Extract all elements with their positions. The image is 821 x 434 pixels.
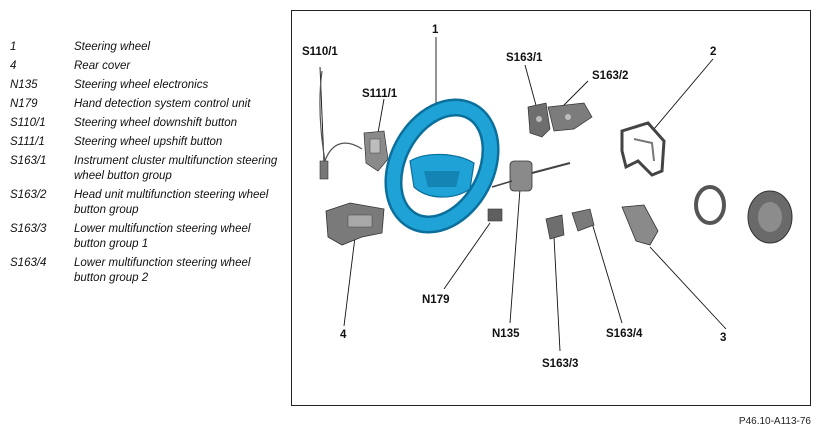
steering-wheel-part (384, 98, 500, 234)
leader-s163-4 (591, 222, 623, 324)
legend-desc: Lower multifunction steering wheel butto… (74, 223, 251, 250)
legend-row-s110-1: S110/1 Steering wheel downshift button (10, 116, 280, 131)
leader-n179 (443, 222, 491, 290)
legend-key: S163/4 (10, 257, 47, 269)
housing-part-2 (620, 121, 666, 177)
legend-row-n179: N179 Hand detection system control unit (10, 97, 280, 112)
leader-s163-3 (553, 236, 561, 352)
lower-button-group-1-part (545, 214, 565, 240)
callout-1: 1 (432, 24, 439, 36)
legend-row-s163-3: S163/3 Lower multifunction steering whee… (10, 222, 280, 252)
legend-key: N179 (10, 98, 38, 110)
legend-row-s111-1: S111/1 Steering wheel upshift button (10, 135, 280, 150)
lower-button-group-2-part (571, 208, 595, 232)
legend-desc: Instrument cluster multifunction steerin… (74, 155, 278, 182)
legend-row-4: 4 Rear cover (10, 59, 280, 74)
legend-key: 4 (10, 60, 17, 72)
legend-key: 1 (10, 41, 17, 53)
callout-s110-1: S110/1 (302, 46, 338, 58)
legend-desc: Rear cover (74, 60, 131, 72)
leader-s111 (377, 98, 385, 134)
exploded-view-diagram: 1 2 3 4 S110/1 S111/1 S163/1 S163/2 S163… (302, 24, 793, 370)
callout-s163-4: S163/4 (606, 328, 643, 340)
legend-row-1: 1 Steering wheel (10, 40, 280, 55)
callout-s163-3: S163/3 (542, 358, 578, 370)
legend-desc: Steering wheel upshift button (74, 136, 223, 148)
lower-cover-part-3 (621, 204, 659, 246)
legend-key: S163/2 (10, 189, 47, 201)
legend-row-n135: N135 Steering wheel electronics (10, 78, 280, 93)
instrument-cluster-button-group-part (527, 102, 551, 138)
rear-cover-part (325, 202, 385, 246)
legend-desc: Hand detection system control unit (74, 98, 251, 110)
legend-desc: Steering wheel downshift button (74, 117, 238, 129)
exploded-view-frame: 1 2 3 4 S110/1 S111/1 S163/1 S163/2 S163… (291, 10, 811, 406)
legend-row-s163-2: S163/2 Head unit multifunction steering … (10, 188, 280, 218)
leader-lines (319, 37, 727, 352)
ring-frame-part (694, 185, 726, 225)
legend-key: S163/3 (10, 223, 47, 235)
legend-key: S163/1 (10, 155, 47, 167)
legend-desc: Head unit multifunction steering wheel b… (74, 189, 269, 216)
leader-4 (343, 228, 357, 327)
figure-reference-code: P46.10-A113-76 (738, 416, 811, 427)
callout-s163-1: S163/1 (506, 52, 543, 64)
leader-s163-2 (561, 80, 589, 108)
legend-row-s163-4: S163/4 Lower multifunction steering whee… (10, 256, 280, 286)
callout-2: 2 (710, 46, 716, 58)
upshift-paddle-part (363, 130, 389, 172)
legend-desc: Lower multifunction steering wheel butto… (74, 257, 251, 284)
leader-n135 (509, 188, 521, 324)
steering-wheel-electronics-part (491, 160, 571, 192)
callout-n179: N179 (422, 294, 450, 306)
legend-desc: Steering wheel (74, 41, 151, 53)
hand-detection-unit-part (487, 208, 503, 222)
leader-3 (649, 246, 727, 330)
leader-s163-1 (524, 64, 538, 110)
legend-desc: Steering wheel electronics (74, 79, 209, 91)
legend-key: S111/1 (10, 136, 45, 148)
callout-3: 3 (720, 332, 726, 344)
legend: 1 Steering wheel 4 Rear cover N135 Steer… (10, 40, 280, 290)
callout-s111-1: S111/1 (362, 88, 398, 100)
legend-row-s163-1: S163/1 Instrument cluster multifunction … (10, 154, 280, 184)
head-unit-button-group-part (547, 102, 593, 132)
callout-4: 4 (340, 329, 347, 341)
callout-n135: N135 (492, 328, 520, 340)
leader-2 (653, 58, 714, 130)
airbag-module-part (747, 190, 793, 244)
callout-s163-2: S163/2 (592, 70, 628, 82)
downshift-paddle-part (319, 70, 363, 180)
legend-key: S110/1 (10, 117, 46, 129)
legend-key: N135 (10, 79, 38, 91)
